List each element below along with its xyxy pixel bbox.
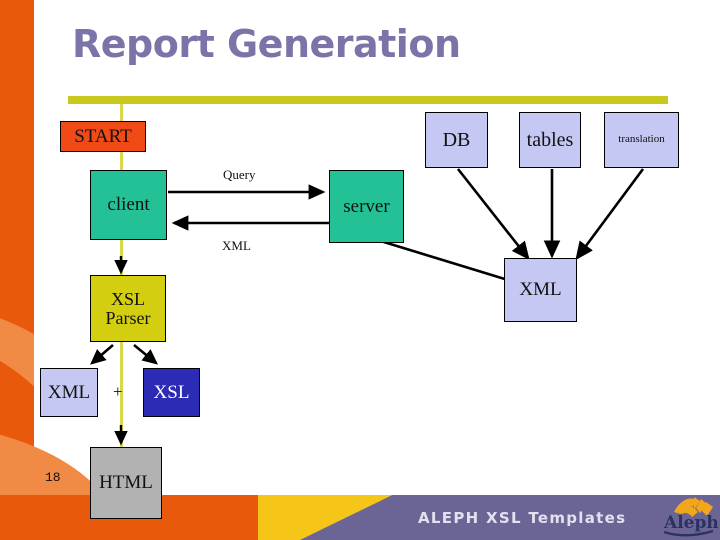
title-underline-rule [68, 96, 668, 104]
node-xsl-parser-line2: Parser [105, 307, 151, 328]
edge-label-xml: XML [222, 238, 251, 253]
white-content-panel [34, 0, 720, 495]
node-server[interactable]: server [329, 170, 404, 243]
node-html[interactable]: HTML [90, 447, 162, 519]
aleph-wordmark: Aleph [663, 513, 718, 533]
node-xsl-parser-line1: XSL [110, 288, 145, 309]
aleph-logo-icon: Aleph [663, 497, 718, 537]
plus-operator: + [113, 382, 123, 401]
page-number: 18 [45, 470, 61, 485]
page-title: Report Generation [72, 22, 461, 66]
node-db[interactable]: DB [425, 112, 488, 168]
node-xml-input[interactable]: XML [40, 368, 98, 417]
node-xsl[interactable]: XSL [143, 368, 200, 417]
node-client[interactable]: client [90, 170, 167, 240]
node-start[interactable]: START [60, 121, 146, 152]
edge-label-query: Query [223, 167, 256, 182]
node-tables[interactable]: tables [519, 112, 581, 168]
node-xml-output[interactable]: XML [504, 258, 577, 322]
node-xsl-parser[interactable]: XSL Parser [90, 275, 166, 342]
node-translation[interactable]: translation [604, 112, 679, 168]
footer-title: ALEPH XSL Templates [418, 509, 627, 527]
